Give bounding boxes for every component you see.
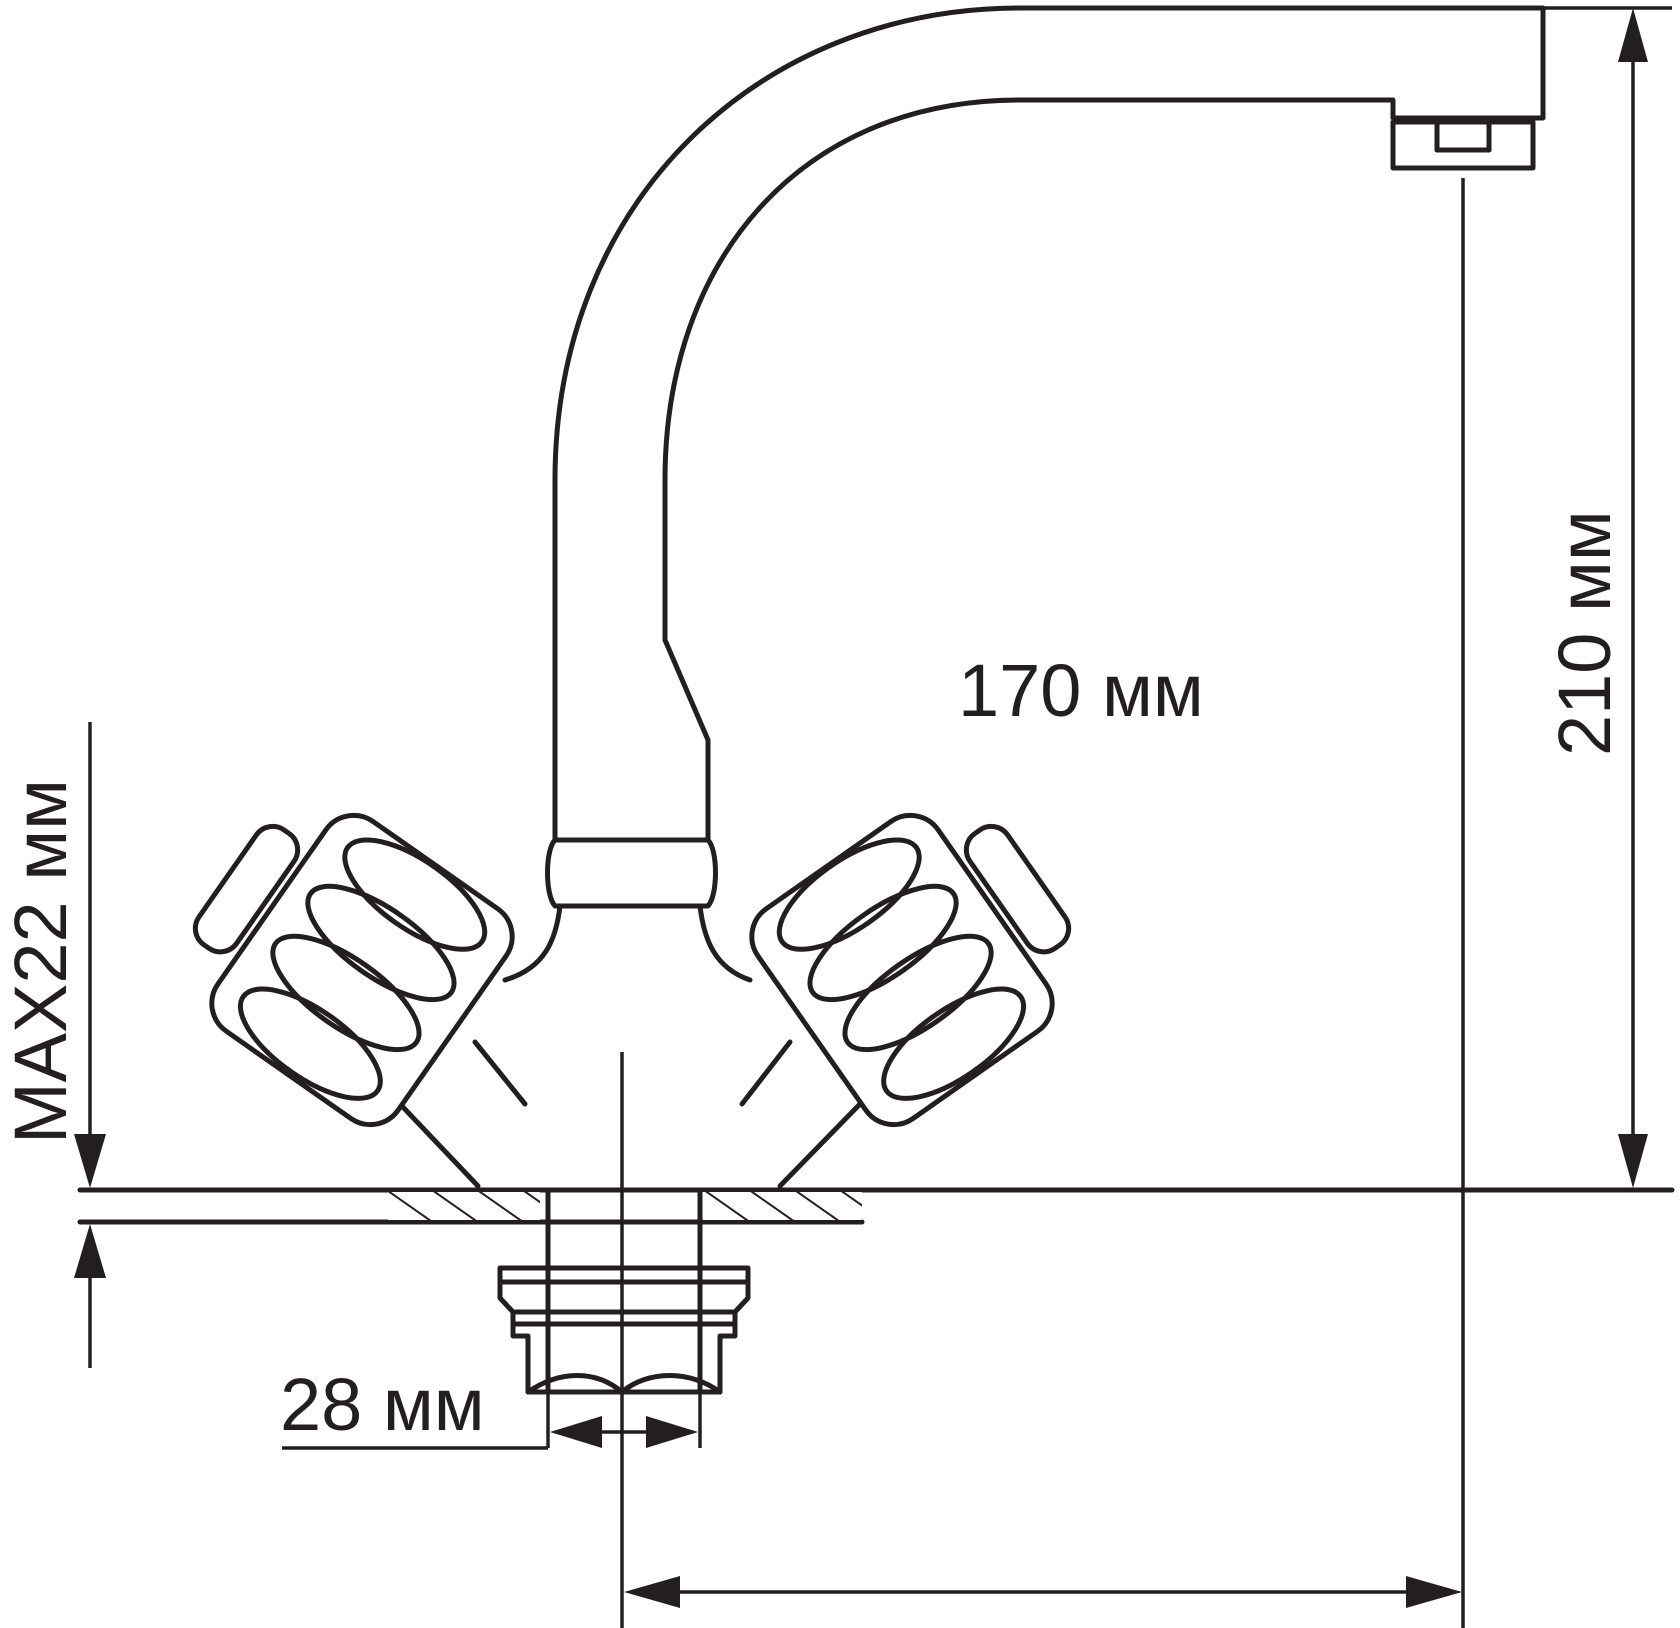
countertop bbox=[77, 1187, 1675, 1225]
handle-groove bbox=[270, 933, 422, 1053]
handle-groove bbox=[305, 883, 457, 1003]
handle-groove bbox=[342, 837, 488, 952]
height-label: 210 мм bbox=[1543, 510, 1626, 756]
right-handle-cap bbox=[963, 823, 1072, 955]
thickness-label: MAX22 мм bbox=[0, 779, 82, 1144]
reach-label: 170 мм bbox=[958, 649, 1204, 732]
left-valve-stem bbox=[397, 1039, 528, 1189]
height-dimension: 210 мм bbox=[1543, 6, 1672, 1188]
thread-label: 28 мм bbox=[280, 1363, 485, 1446]
left-handle bbox=[192, 812, 515, 1128]
spout bbox=[552, 5, 1546, 843]
aerator bbox=[1390, 119, 1536, 171]
collar-ring bbox=[545, 837, 718, 909]
handle-groove bbox=[842, 933, 994, 1053]
thread-dimension: 28 мм bbox=[280, 1363, 702, 1450]
right-handle bbox=[749, 812, 1072, 1128]
right-valve-stem bbox=[739, 1039, 863, 1189]
thickness-dimension: MAX22 мм bbox=[0, 722, 106, 1368]
handle-groove bbox=[237, 986, 383, 1101]
left-handle-cap bbox=[192, 823, 301, 955]
reach-dimension: 170 мм bbox=[624, 649, 1462, 1608]
handle-groove bbox=[881, 986, 1027, 1101]
countertop-section-right bbox=[700, 1192, 862, 1220]
countertop-section-left bbox=[388, 1192, 540, 1220]
handle-groove bbox=[776, 837, 922, 952]
body bbox=[502, 903, 753, 983]
handle-groove bbox=[807, 883, 959, 1003]
